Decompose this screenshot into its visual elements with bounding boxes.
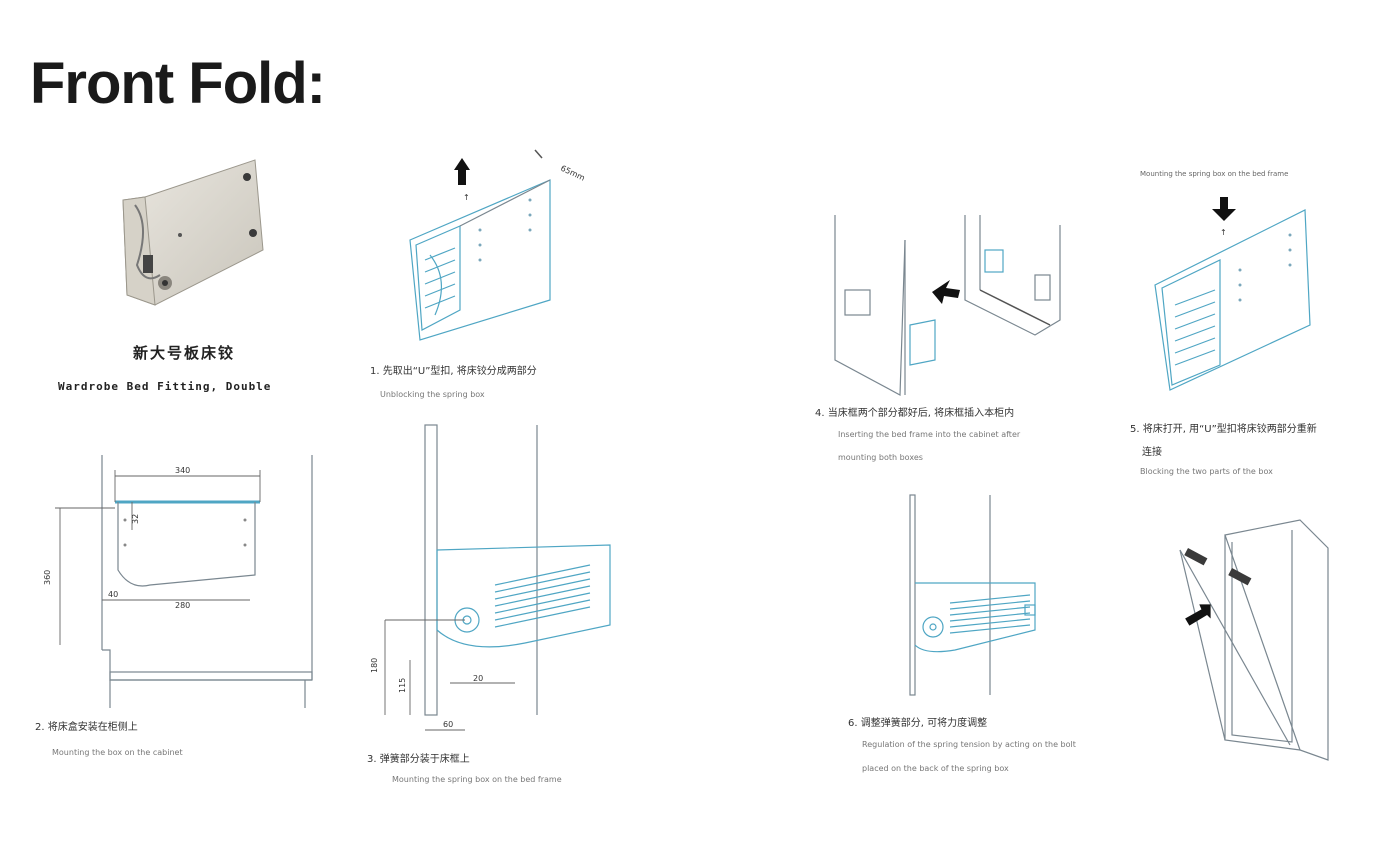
step4-figure <box>834 215 1061 396</box>
product-name-cn: 新大号板床铰 <box>133 344 236 362</box>
step5-caption-cn-1: 5. 将床打开, 用“U”型扣将床铰两部分重新 <box>1130 424 1317 435</box>
step4-caption-en-1: Inserting the bed frame into the cabinet… <box>838 430 1021 439</box>
clearance-label: 65mm <box>559 164 586 183</box>
step1-caption-cn: 1. 先取出“U”型扣, 将床铰分成两部分 <box>370 366 537 377</box>
step2-caption-en: Mounting the box on the cabinet <box>52 748 183 757</box>
step4-caption-en-2: mounting both boxes <box>838 453 923 462</box>
svg-text:↑: ↑ <box>1220 228 1227 237</box>
step5-caption-en: Blocking the two parts of the box <box>1140 467 1273 476</box>
step4-caption-cn: 4. 当床框两个部分都好后, 将床框插入本柜内 <box>815 408 1015 419</box>
dim-width-top: 340 <box>175 466 190 475</box>
dim-s3-bottom: 60 <box>443 720 453 729</box>
step3-caption-en: Mounting the spring box on the bed frame <box>392 775 562 784</box>
dim-s3-h1: 180 <box>370 658 379 673</box>
dim-inner: 32 <box>131 514 140 524</box>
dim-s3-w: 20 <box>473 674 483 683</box>
step1-caption-en: Unblocking the spring box <box>380 390 485 399</box>
step3-figure: 180 115 20 60 <box>370 424 611 731</box>
step6-caption-en-1: Regulation of the spring tension by acti… <box>862 740 1076 749</box>
page-title: Front Fold: <box>30 51 326 116</box>
dim-bottom-left: 40 <box>108 590 118 599</box>
product-name-en: Wardrobe Bed Fitting, Double <box>58 380 272 393</box>
step6-caption-en-2: placed on the back of the spring box <box>862 764 1009 773</box>
step1-figure: ↑ 65mm <box>409 149 586 341</box>
dim-s3-h2: 115 <box>398 678 407 693</box>
bed-fitting-photo <box>122 159 264 306</box>
dim-height-left: 360 <box>43 570 52 585</box>
step2-figure: 340 360 32 40 280 <box>43 455 313 708</box>
step6-caption-cn: 6. 调整弹簧部分, 可将力度调整 <box>848 718 988 729</box>
step3-caption-cn: 3. 弹簧部分装于床框上 <box>367 754 470 765</box>
step5-caption-cn-2: 连接 <box>1142 447 1162 458</box>
step6-figure <box>909 494 1036 696</box>
top-right-note: Mounting the spring box on the bed frame <box>1140 170 1289 178</box>
svg-text:↑: ↑ <box>463 193 470 202</box>
dim-bottom-right: 280 <box>175 601 190 610</box>
step2-caption-cn: 2. 将床盒安装在柜侧上 <box>35 722 138 733</box>
bed-folding-illustration <box>1179 519 1329 761</box>
step5-figure: ↑ <box>1154 197 1311 391</box>
